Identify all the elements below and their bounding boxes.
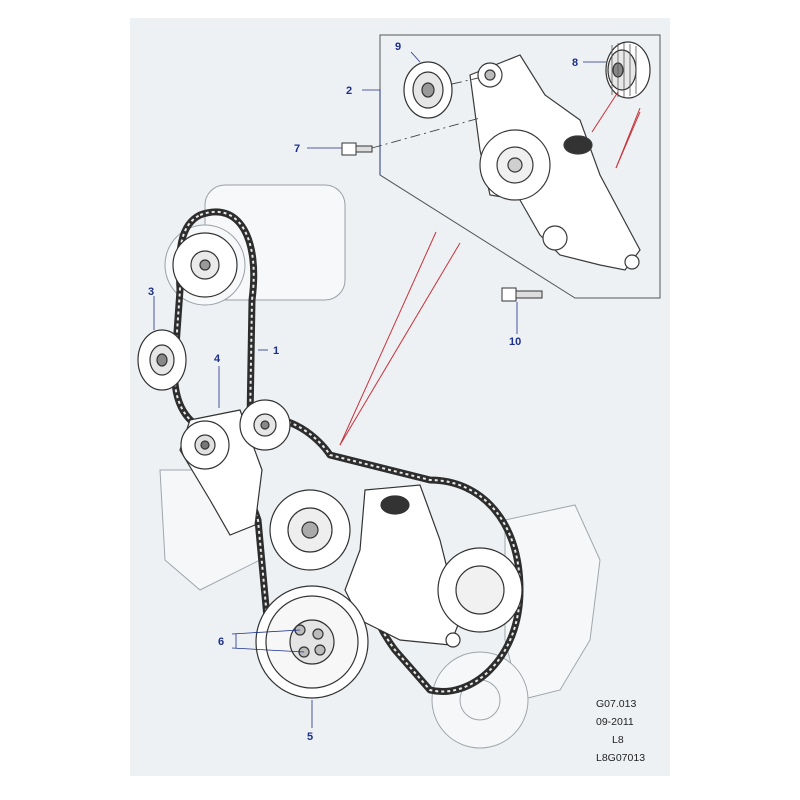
callout-5: 5	[307, 731, 313, 743]
callout-3: 3	[148, 286, 154, 298]
diagram-reference: L8G07013	[596, 752, 646, 764]
bolt-10	[501, 287, 543, 302]
callout-4: 4	[214, 353, 221, 365]
diagram-model: L8	[612, 734, 624, 746]
compressor-pulley	[172, 232, 238, 298]
idler-pulley-9	[403, 61, 453, 119]
highlight-lines	[339, 91, 641, 446]
crankshaft-pulley-5	[255, 585, 369, 699]
diagram-date: 09-2011	[596, 716, 634, 728]
callout-8: 8	[572, 57, 578, 69]
idler-pulley-3	[137, 329, 187, 391]
callout-leaders	[153, 51, 606, 728]
tensioner-assembly	[469, 54, 641, 271]
power-steering-pulley	[437, 547, 523, 633]
diagram-code: G07.013	[596, 698, 637, 710]
grooved-pulley-8	[605, 41, 651, 99]
bolt-7	[341, 142, 373, 156]
callout-6: 6	[218, 636, 224, 648]
assembly-lines	[371, 77, 481, 149]
callout-labels: 1 2 3 4 5 6 7 8 9 10	[148, 41, 578, 743]
callout-10: 10	[509, 336, 521, 348]
callout-7: 7	[294, 143, 300, 155]
callout-1: 1	[273, 345, 279, 357]
callout-9: 9	[395, 41, 401, 53]
callout-2: 2	[346, 85, 352, 97]
tensioner-2-installed	[344, 484, 461, 648]
idler-pulley-upper	[239, 399, 291, 451]
water-pump-pulley	[269, 489, 351, 571]
tensioner-4	[179, 409, 263, 536]
